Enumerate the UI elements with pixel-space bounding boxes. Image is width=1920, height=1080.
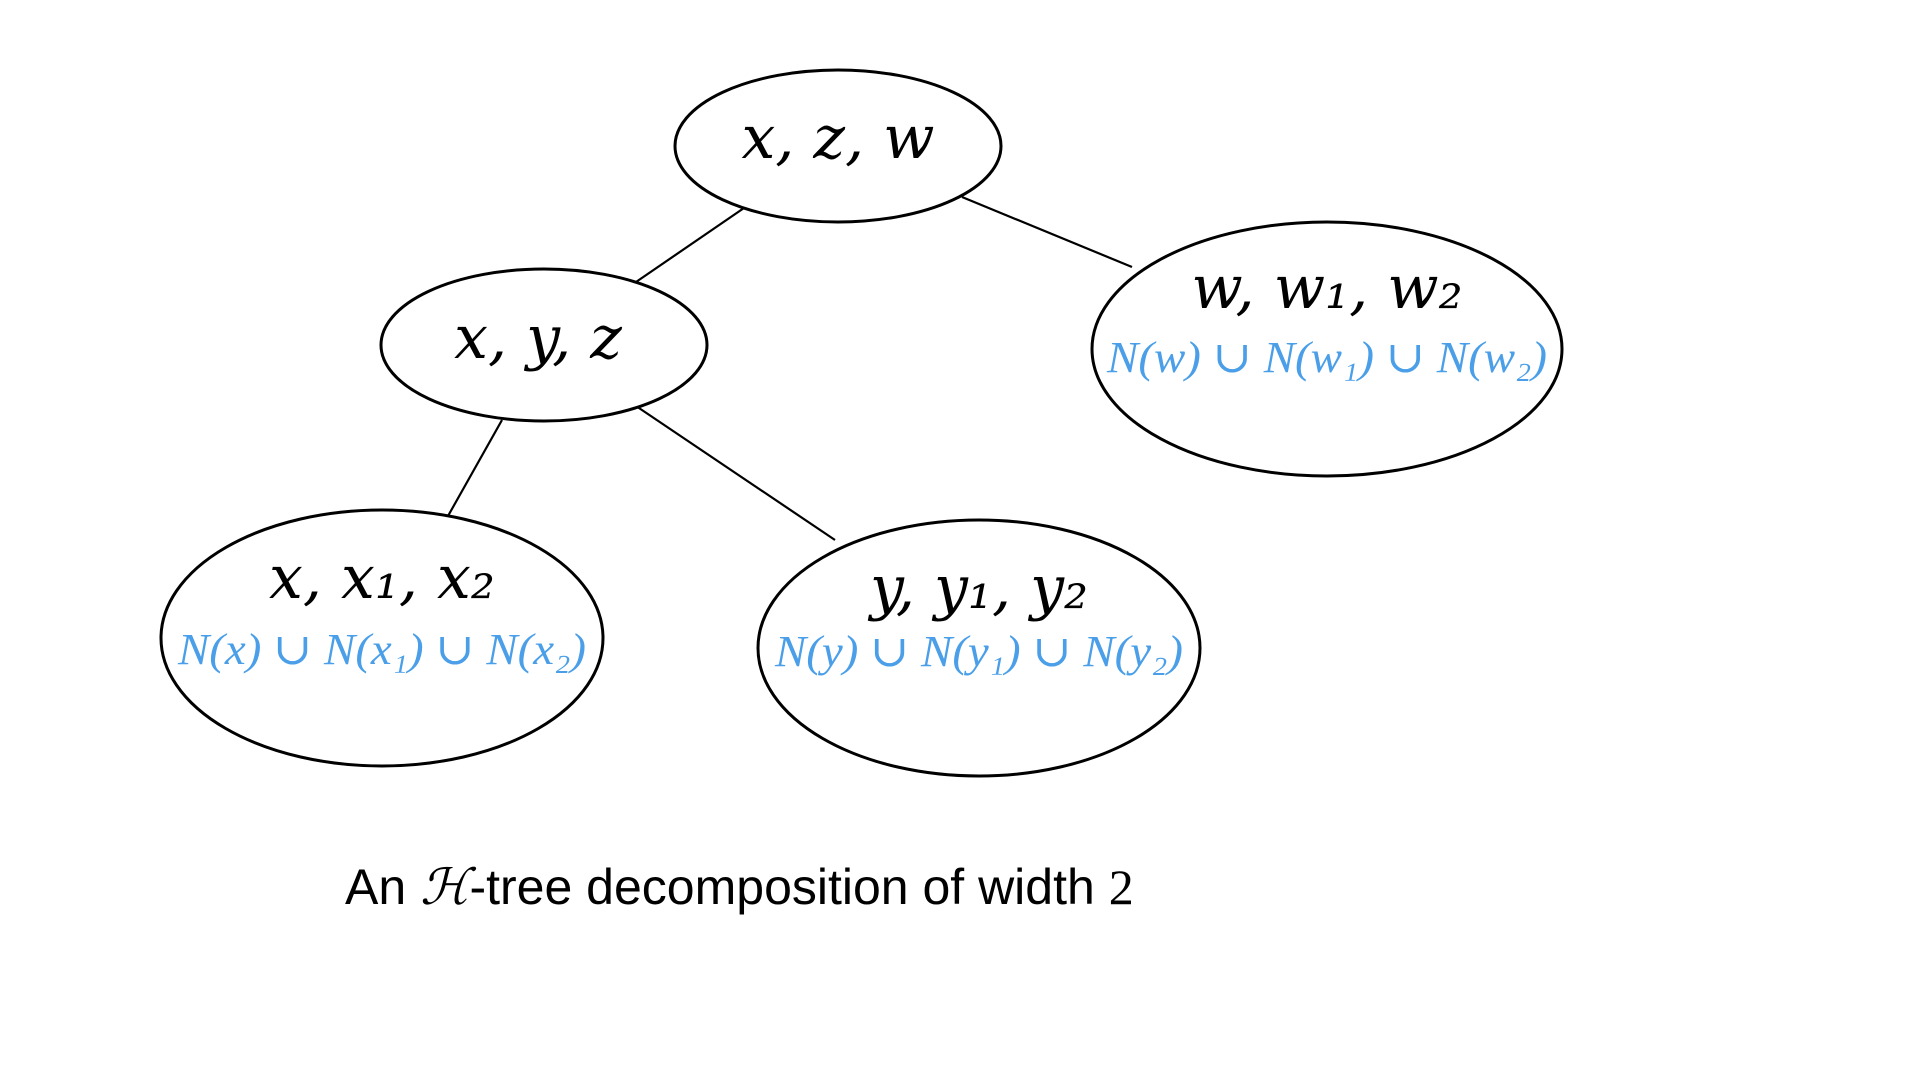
bag-outline xyxy=(673,68,1003,224)
caption-middle: -tree decomposition of width xyxy=(469,859,1109,915)
bag-label: x, y, z xyxy=(454,303,622,373)
bag-outline xyxy=(159,508,605,768)
neighborhood-label: N(w) ∪ N(w₁) ∪ N(w₂) xyxy=(1106,333,1547,382)
diagram-caption: An ℋ-tree decomposition of width 2 xyxy=(345,858,1134,916)
tree-edges xyxy=(447,195,1133,541)
bag-node-root: x, z, w xyxy=(673,68,1003,224)
bag-label: x, x₁, x₂ xyxy=(269,543,495,613)
bag-node-left-leaf: x, x₁, x₂ N(x) ∪ N(x₁) ∪ N(x₂) xyxy=(159,508,605,768)
bag-outline xyxy=(379,267,709,423)
edge-root-mid xyxy=(635,207,745,283)
bag-label: x, z, w xyxy=(741,103,934,173)
caption-width-value: 2 xyxy=(1108,859,1134,915)
caption-prefix: An xyxy=(345,859,421,915)
bag-label: w, w₁, w₂ xyxy=(1191,253,1462,323)
bag-node-right: w, w₁, w₂ N(w) ∪ N(w₁) ∪ N(w₂) xyxy=(1090,220,1564,478)
bag-node-mid-leaf: y, y₁, y₂ N(y) ∪ N(y₁) ∪ N(y₂) xyxy=(756,518,1202,778)
neighborhood-label: N(x) ∪ N(x₁) ∪ N(x₂) xyxy=(177,625,586,674)
bag-label: y, y₁, y₂ xyxy=(867,553,1088,623)
bag-outline xyxy=(1090,220,1564,478)
bag-outline xyxy=(756,518,1202,778)
neighborhood-label: N(y) ∪ N(y₁) ∪ N(y₂) xyxy=(774,627,1183,676)
edge-mid-mid-leaf xyxy=(635,405,836,541)
edge-root-right xyxy=(961,195,1133,269)
calligraphic-h-symbol: ℋ xyxy=(420,858,470,916)
edge-mid-left-leaf xyxy=(447,419,503,517)
bag-node-mid: x, y, z xyxy=(379,267,709,423)
